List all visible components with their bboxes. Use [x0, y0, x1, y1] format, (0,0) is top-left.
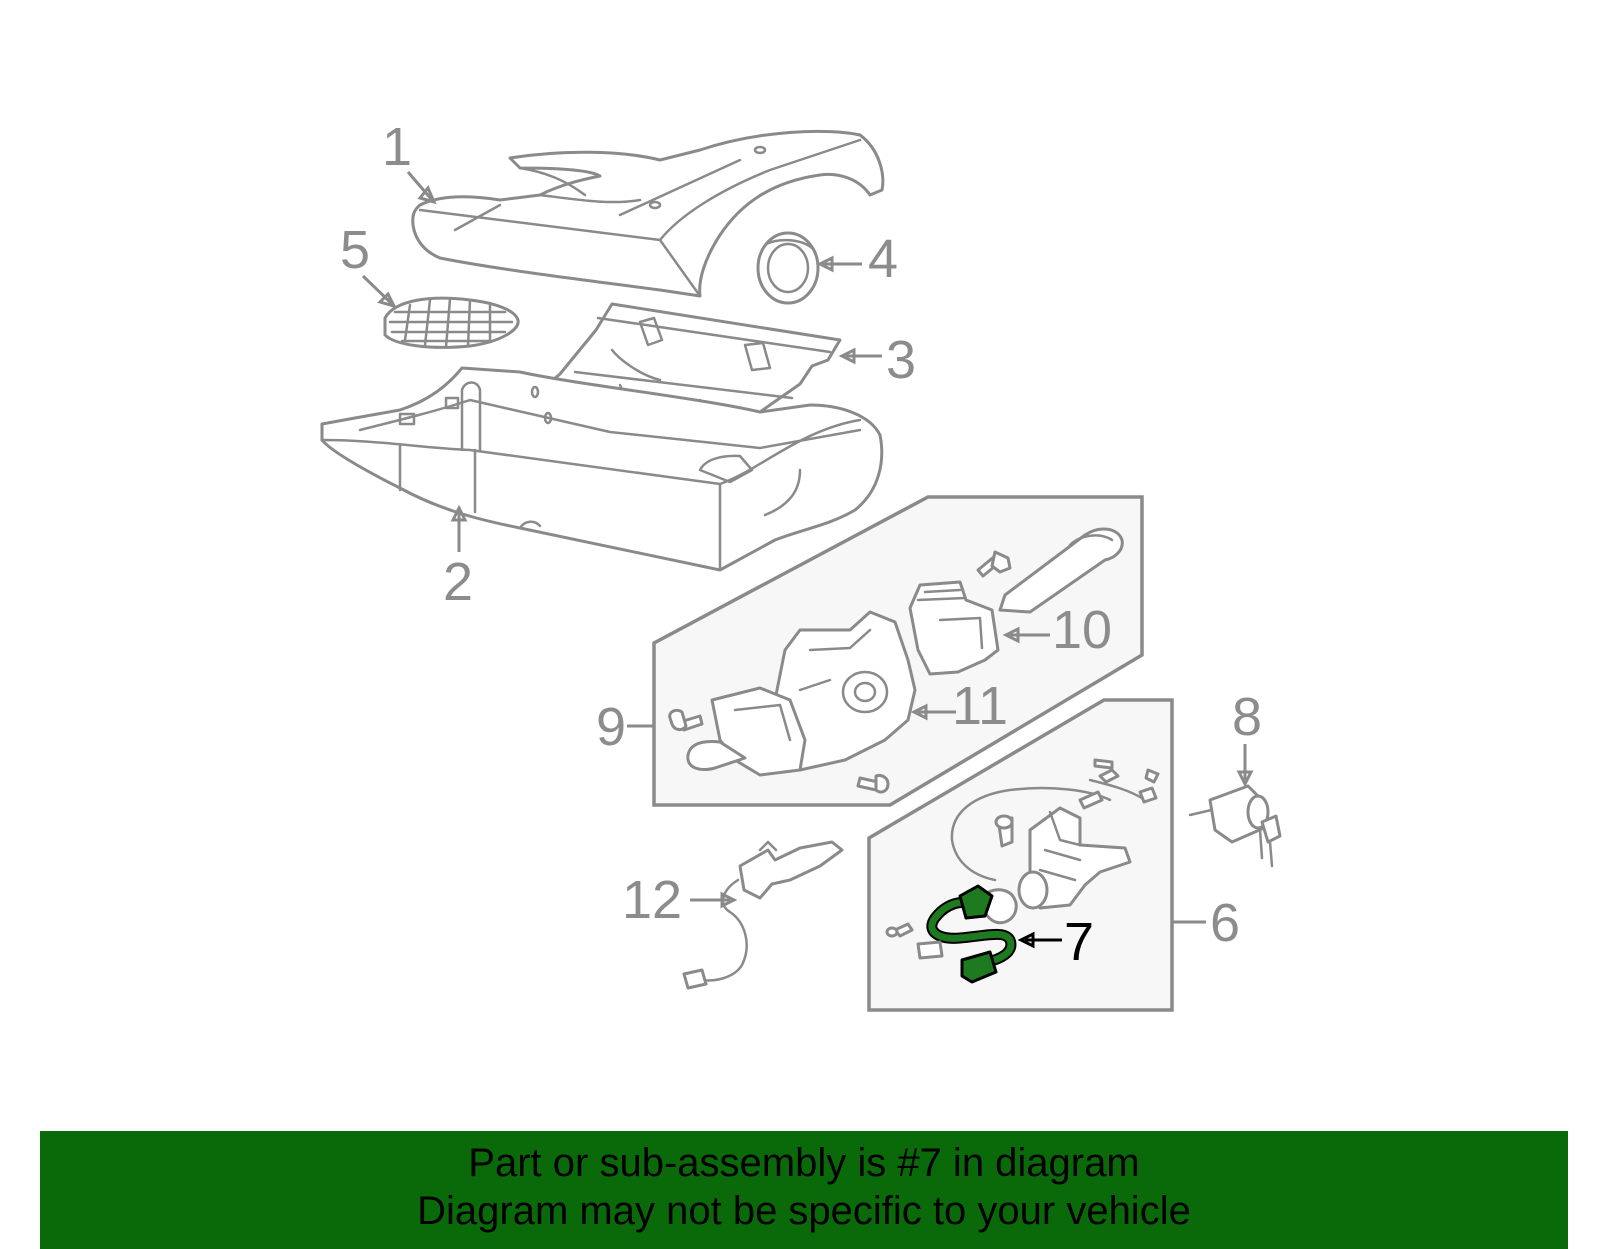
callout-1: 1 — [382, 117, 412, 177]
callout-4: 4 — [868, 229, 898, 289]
part-4-ring[interactable] — [756, 231, 820, 305]
part-10-wiper-switch[interactable] — [908, 527, 1124, 676]
callout-9: 9 — [596, 697, 626, 757]
part-7-harness[interactable] — [916, 884, 1017, 984]
part-6-lock-housing[interactable] — [950, 758, 1160, 910]
banner-line-1: Part or sub-assembly is #7 in diagram — [468, 1141, 1140, 1185]
bolt-box6-a[interactable] — [994, 814, 1014, 848]
callout-10: 10 — [1052, 600, 1112, 660]
callout-11: 11 — [952, 676, 1008, 736]
parts-diagram: 1 4 5 3 — [320, 117, 1282, 1012]
part-9-turn-signal-switch[interactable] — [686, 686, 807, 777]
info-banner: Part or sub-assembly is #7 in diagram Di… — [40, 1131, 1568, 1249]
banner-line-2: Diagram may not be specific to your vehi… — [417, 1189, 1191, 1233]
leader-5 — [361, 274, 394, 306]
bolt-bottom[interactable] — [856, 774, 890, 794]
part-5-grille[interactable] — [383, 296, 520, 349]
leader-1 — [406, 171, 434, 201]
callout-3: 3 — [886, 330, 916, 390]
callout-5: 5 — [340, 220, 370, 280]
callout-8: 8 — [1232, 687, 1262, 747]
callout-6: 6 — [1210, 893, 1240, 953]
bolt-top[interactable] — [976, 550, 1012, 578]
part-2-lower-cover[interactable] — [320, 366, 884, 572]
part-12-sensor[interactable] — [682, 840, 844, 990]
part-8-lock-cylinder[interactable] — [1188, 784, 1282, 868]
bolt-left[interactable] — [668, 708, 704, 732]
part-1-upper-cover[interactable] — [411, 129, 885, 298]
callout-2: 2 — [443, 552, 473, 612]
bolt-box6-b[interactable] — [885, 922, 914, 938]
callout-7: 7 — [1064, 912, 1094, 972]
callout-12: 12 — [622, 870, 682, 930]
